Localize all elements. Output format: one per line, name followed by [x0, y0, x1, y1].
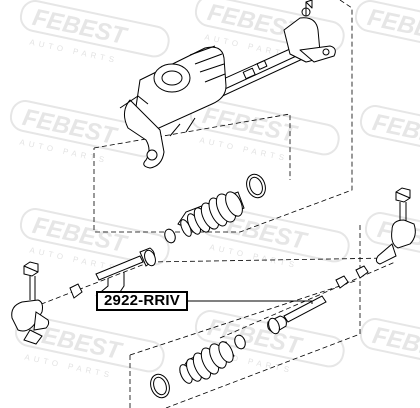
left-tie-rod-end [11, 261, 83, 345]
right-inner-tie-rod [267, 295, 327, 335]
upper-bellows [177, 191, 245, 237]
upper-boot-assembly [164, 173, 266, 244]
lower-bellows [179, 341, 235, 384]
right-tie-rod-end [335, 187, 416, 289]
steering-rack-housing [119, 0, 336, 169]
lower-boot-assembly [150, 334, 246, 399]
left-inner-tie-rod [95, 247, 156, 281]
watermark-brand: FEBEST [365, 4, 420, 51]
watermark-brand: FEBEST [370, 322, 420, 369]
watermark-brand: FEBEST [370, 109, 420, 156]
part-number-label: 2922-RRIV [96, 291, 188, 311]
